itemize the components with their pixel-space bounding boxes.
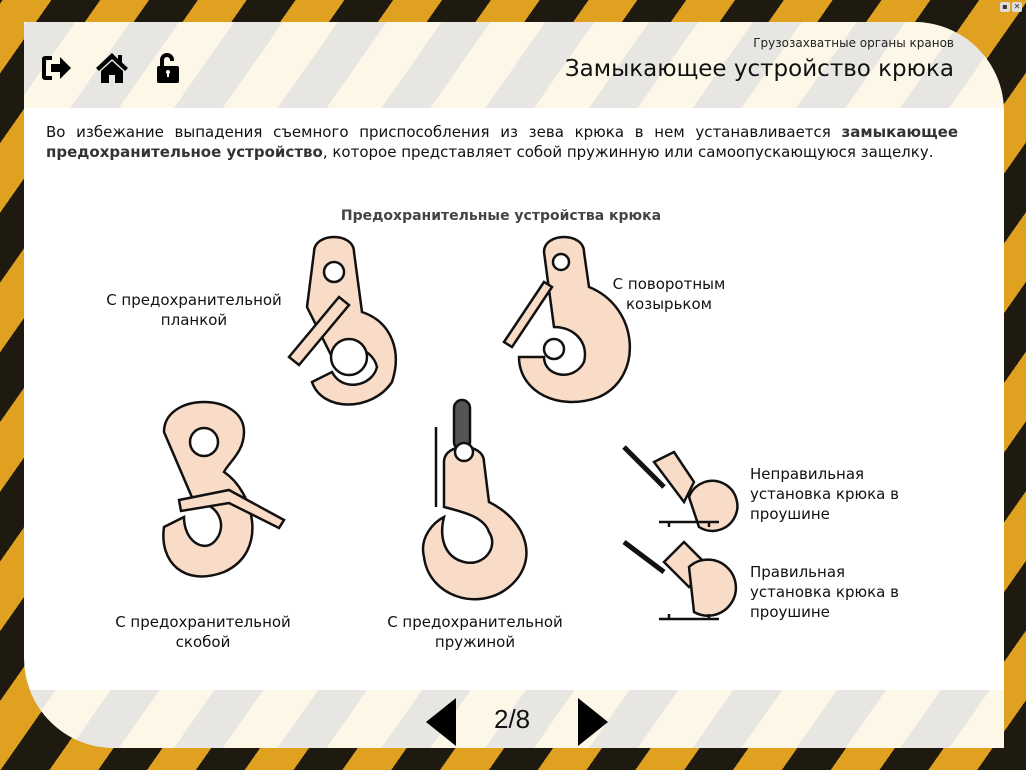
page-indicator: 2/8	[494, 704, 531, 734]
home-icon[interactable]	[94, 50, 130, 86]
hook-visor	[502, 235, 631, 404]
close-button[interactable]: ✕	[1012, 2, 1022, 12]
minimize-button[interactable]: ▪	[1000, 2, 1010, 12]
label-wrong: Неправильная установка крюка в проушине	[750, 465, 899, 523]
hook-illustrations	[162, 235, 739, 621]
intro-text: Во избежание выпадения съемного приспосо…	[46, 122, 958, 162]
hook-bracket	[162, 400, 286, 578]
window-controls: ▪ ✕	[1000, 2, 1022, 12]
lock-icon[interactable]	[150, 50, 186, 86]
label-spring: С предохранительной пружиной	[387, 613, 563, 651]
page-title: Замыкающее устройство крюка	[564, 56, 954, 82]
label-bracket: С предохранительной скобой	[115, 613, 291, 651]
hook-plank	[287, 235, 397, 406]
exit-icon[interactable]	[38, 50, 74, 86]
content-panel: Грузозахватные органы кранов Замыкающее …	[24, 22, 1004, 748]
header: Грузозахватные органы кранов Замыкающее …	[24, 22, 1004, 108]
intro-part2: , которое представляет собой пружинную и…	[322, 143, 934, 161]
intro-bold: замыкающее предохранительное устройство	[46, 123, 958, 161]
figure-title: Предохранительные устройства крюка	[340, 208, 662, 224]
prev-page-button[interactable]	[426, 698, 456, 746]
intro-part1: Во избежание выпадения съемного приспосо…	[46, 123, 842, 141]
label-visor: С поворотным козырьком	[612, 275, 726, 313]
next-page-button[interactable]	[578, 698, 608, 746]
label-plank: С предохранительной планкой	[106, 291, 282, 329]
pager: 2/8	[24, 690, 1004, 748]
hook-eye-right	[622, 540, 738, 621]
hook-spring	[421, 398, 528, 601]
hook-eye-wrong	[622, 445, 739, 533]
footer: 2/8	[24, 690, 1004, 748]
label-right: Правильная установка крюка в проушине	[750, 563, 899, 621]
section-subtitle: Грузозахватные органы кранов	[753, 36, 954, 50]
